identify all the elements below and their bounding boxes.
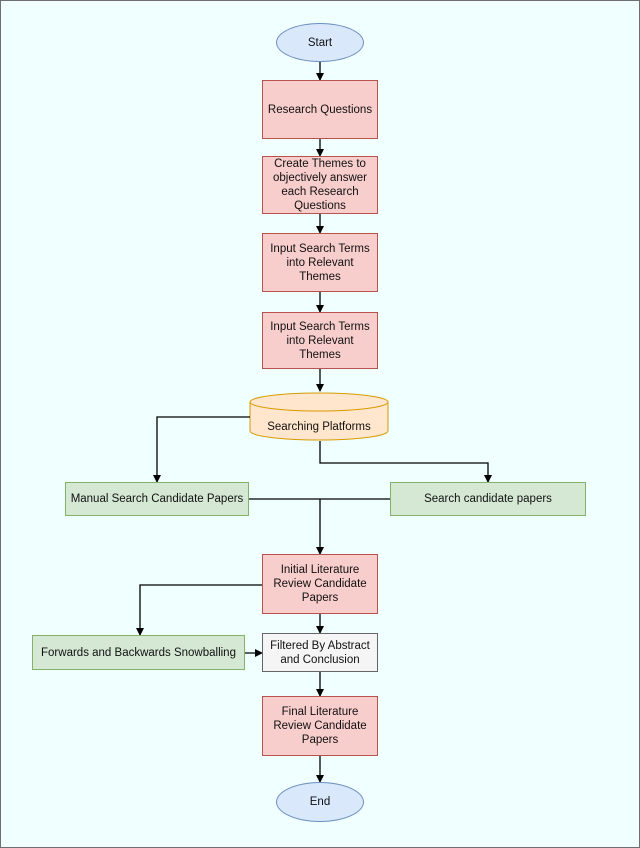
manual-search-label: Manual Search Candidate Papers	[70, 493, 244, 505]
final-review-box: Final Literature Review Candidate Papers	[262, 696, 378, 756]
snowballing-label: Forwards and Backwards Snowballing	[41, 646, 236, 659]
start-label: Start	[307, 36, 333, 49]
input-search-terms-box-1: Input Search Terms into Relevant Themes	[262, 233, 378, 292]
manual-search-box: Manual Search Candidate Papers	[65, 482, 249, 516]
snowballing-box: Forwards and Backwards Snowballing	[32, 635, 245, 670]
filtered-box: Filtered By Abstract and Conclusion	[262, 633, 378, 672]
end-label: End	[309, 796, 331, 808]
final-review-label: Final Literature Review Candidate Papers	[273, 706, 367, 746]
input-search-terms-label-2: Input Search Terms into Relevant Themes	[270, 320, 370, 361]
searching-platforms-label-wrap: Searching Platforms	[250, 412, 388, 442]
search-candidate-label: Search candidate papers	[424, 493, 552, 505]
research-questions-box: Research Questions	[262, 80, 378, 139]
search-candidate-box: Search candidate papers	[390, 482, 586, 516]
end-node: End	[276, 782, 364, 822]
filtered-label: Filtered By Abstract and Conclusion	[270, 639, 370, 666]
create-themes-box: Create Themes to objectively answer each…	[262, 156, 378, 214]
initial-review-box: Initial Literature Review Candidate Pape…	[262, 554, 378, 614]
initial-review-label: Initial Literature Review Candidate Pape…	[273, 564, 367, 604]
research-questions-label: Research Questions	[267, 103, 373, 116]
create-themes-label: Create Themes to objectively answer each…	[273, 158, 367, 212]
input-search-terms-label-1: Input Search Terms into Relevant Themes	[270, 242, 370, 283]
searching-platforms-label: Searching Platforms	[267, 421, 371, 433]
input-search-terms-box-2: Input Search Terms into Relevant Themes	[262, 312, 378, 369]
start-node: Start	[276, 23, 364, 62]
